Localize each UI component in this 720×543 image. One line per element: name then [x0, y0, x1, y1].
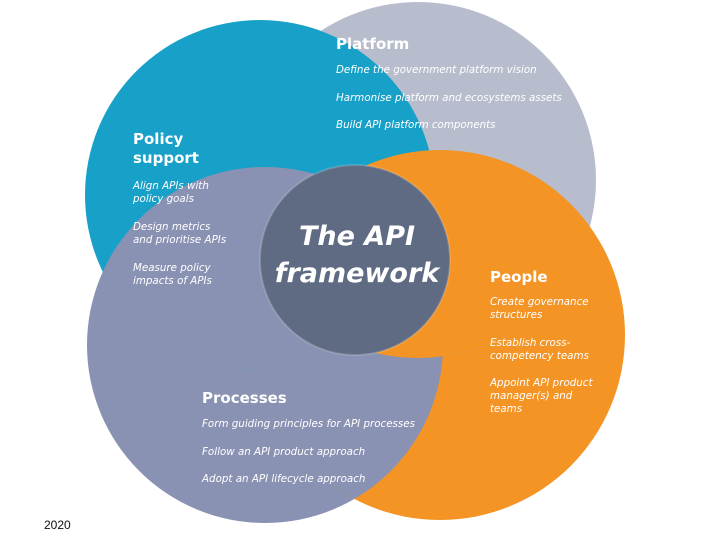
platform-item-1: Define the government platform vision [336, 64, 537, 76]
policy-item-1-line1: Align APIs with [133, 180, 209, 192]
platform-item-3: Build API platform components [336, 119, 496, 131]
people-item-2-line1: Establish cross- [490, 337, 571, 349]
processes-item-3: Adopt an API lifecycle approach [202, 473, 366, 485]
policy-title-line1: Policy [133, 130, 184, 148]
policy-item-2-line2: and prioritise APIs [133, 234, 227, 246]
center-title: The API framework [262, 218, 452, 292]
people-item-3-line2: manager(s) and [490, 390, 573, 402]
policy-item-2: Design metrics and prioritise APIs [133, 221, 226, 247]
center-title-line1: The API [298, 221, 416, 252]
policy-item-3-line1: Measure policy [133, 262, 211, 274]
people-item-1: Create governance structures [490, 296, 589, 322]
policy-item-2-line1: Design metrics [133, 221, 211, 233]
policy-title: Policy support [133, 130, 199, 168]
people-item-3-line1: Appoint API product [490, 377, 593, 389]
people-item-2-line2: competency teams [490, 350, 589, 362]
people-title: People [490, 268, 548, 286]
people-item-3: Appoint API product manager(s) and teams [490, 377, 593, 416]
policy-item-1-line2: policy goals [133, 193, 194, 205]
policy-title-line2: support [133, 149, 199, 167]
people-item-2: Establish cross- competency teams [490, 337, 589, 363]
processes-item-1: Form guiding principles for API processe… [202, 418, 415, 430]
policy-item-1: Align APIs with policy goals [133, 180, 209, 206]
people-item-1-line2: structures [490, 309, 543, 321]
processes-item-2: Follow an API product approach [202, 446, 366, 458]
platform-item-2: Harmonise platform and ecosystems assets [336, 92, 562, 104]
center-circle [259, 164, 451, 356]
center-title-line2: framework [274, 258, 440, 289]
platform-title: Platform [336, 35, 410, 53]
policy-item-3-line2: impacts of APIs [133, 275, 212, 287]
people-item-3-line3: teams [490, 403, 523, 415]
processes-title: Processes [202, 389, 287, 407]
year-label: 2020 [44, 518, 71, 532]
policy-item-3: Measure policy impacts of APIs [133, 262, 212, 288]
people-item-1-line1: Create governance [490, 296, 589, 308]
